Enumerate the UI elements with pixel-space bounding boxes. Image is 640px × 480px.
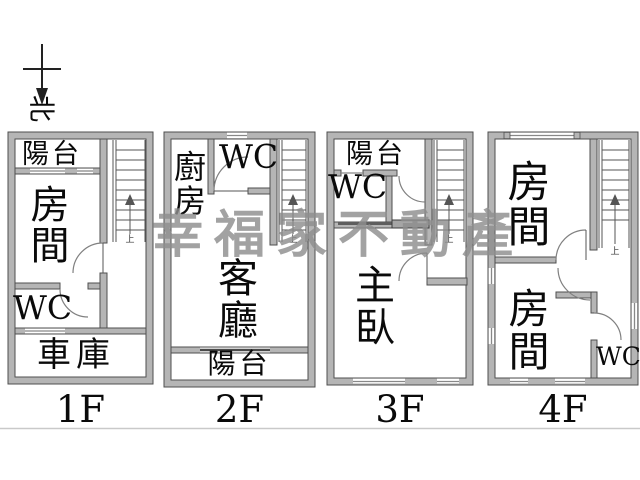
room-label-3f-master: 主臥 <box>348 264 394 348</box>
room-label-4f-room-lower: 房間 <box>501 287 549 373</box>
room-label-3f-wc: WC <box>328 167 388 206</box>
floor-plan-1f <box>7 131 154 385</box>
floor-label-3f: 3F <box>375 388 425 431</box>
room-label-2f-wc: WC <box>219 137 279 176</box>
stair-up-label-4f: 上 <box>610 247 620 257</box>
staircase <box>598 140 630 248</box>
floor-plan-4f <box>487 131 639 386</box>
agency-watermark: 幸福家不動產 <box>152 206 525 265</box>
interior-walls <box>494 138 598 379</box>
sliding-door <box>338 219 430 229</box>
floor-label-2f: 2F <box>214 388 265 431</box>
floor-label-4f: 4F <box>538 388 588 431</box>
staircase <box>112 140 146 242</box>
window-marks <box>25 168 93 334</box>
window-marks <box>341 172 459 384</box>
staircase <box>433 140 465 242</box>
window-marks <box>200 132 270 353</box>
room-label-1f-wc: WC <box>13 288 73 327</box>
floor-plan-2f <box>163 131 316 388</box>
compass-north-label: 北 <box>25 95 56 122</box>
window-marks <box>488 131 638 384</box>
room-label-4f-room-upper: 房間 <box>500 159 550 249</box>
door-arcs <box>59 242 104 318</box>
stair-up-label-3f: 上 <box>444 235 454 245</box>
stair-up-label-2f: 上 <box>288 235 298 245</box>
door-arcs <box>555 229 622 341</box>
room-label-2f-balcony: 陽台 <box>207 347 272 380</box>
staircase <box>278 140 307 242</box>
floor-label-1f: 1F <box>55 388 106 431</box>
compass-north-arrow-icon <box>23 44 61 105</box>
room-label-2f-kitchen: 廚房 <box>169 150 207 218</box>
room-label-4f-wc: WC <box>596 342 640 371</box>
stair-up-label-1f: 上 <box>125 235 135 245</box>
room-label-1f-bedroom: 房間 <box>24 184 69 266</box>
door-arcs <box>213 156 249 192</box>
room-label-2f-living: 客廳 <box>211 257 257 341</box>
room-label-1f-balcony: 陽台 <box>22 139 82 170</box>
room-label-1f-garage: 車庫 <box>37 335 115 375</box>
room-label-3f-balcony: 陽台 <box>346 139 406 170</box>
door-arcs <box>398 175 428 282</box>
floor-plan-3f <box>326 131 474 386</box>
